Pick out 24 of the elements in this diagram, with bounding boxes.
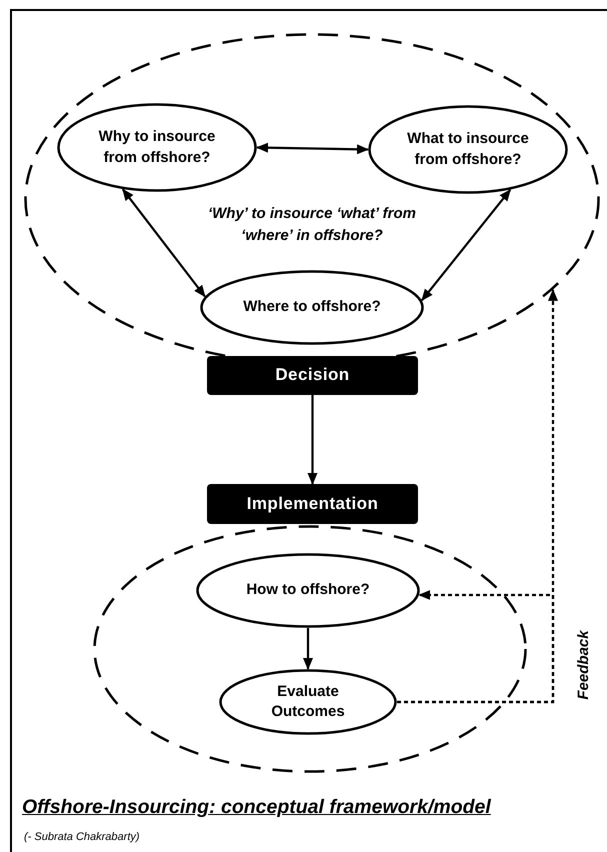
question-label: What to insource from offshore? xyxy=(406,129,530,170)
question-ellipse xyxy=(200,270,424,345)
question-label: Where to offshore? xyxy=(243,297,381,318)
arrow xyxy=(308,395,318,485)
diagram-title: Offshore-Insourcing: conceptual framework/model xyxy=(22,795,491,820)
question-label: Why to insource from offshore? xyxy=(98,127,216,168)
question-ellipse xyxy=(219,669,397,735)
question-ellipse xyxy=(57,103,257,192)
arrow xyxy=(421,189,512,302)
question-label: How to offshore? xyxy=(246,580,370,600)
question-ellipse xyxy=(368,105,568,194)
question-ellipse xyxy=(196,553,420,628)
stage-label: Decision xyxy=(275,364,350,386)
author-note: (- Subrata Chakrabarty) xyxy=(24,830,140,845)
stage-box xyxy=(207,484,418,524)
arrow xyxy=(256,142,369,154)
dashed-boundary xyxy=(93,525,527,773)
arrow xyxy=(303,628,313,670)
central-question: ‘Why’ to insource ‘what’ from ‘where’ in offshore? xyxy=(206,204,418,246)
stage-label: Implementation xyxy=(246,492,378,515)
dotted-arrow xyxy=(397,590,554,704)
arrow xyxy=(122,188,206,298)
stage-box xyxy=(207,356,418,395)
question-label: Evaluate Outcomes xyxy=(270,682,346,722)
